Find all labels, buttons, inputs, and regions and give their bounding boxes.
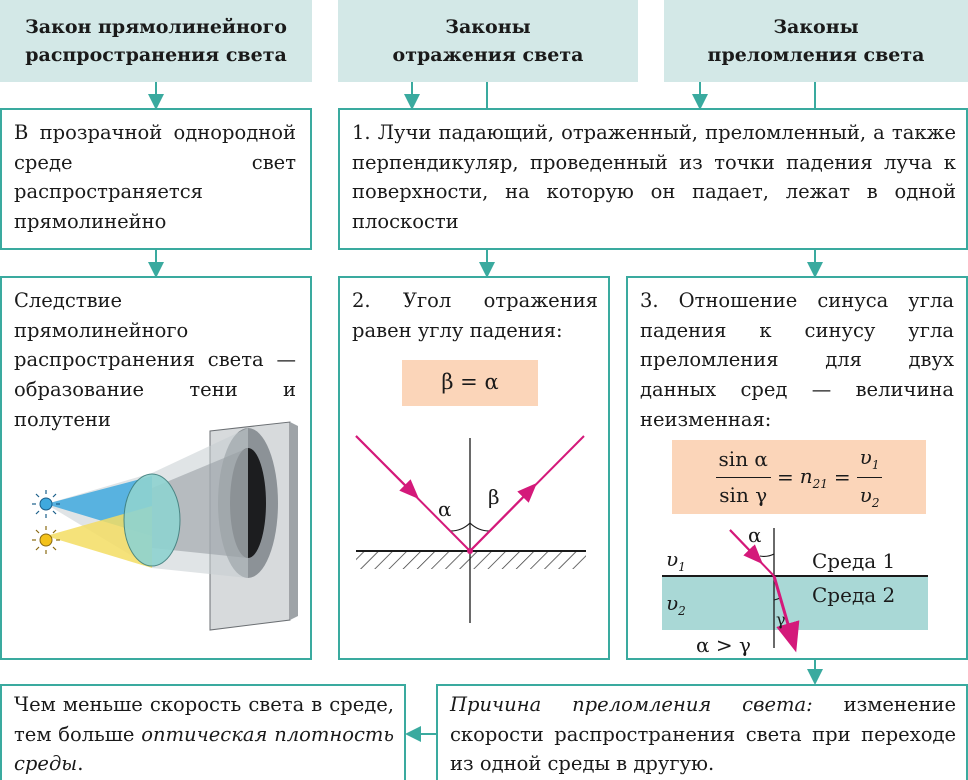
box-law-3: 3. Отношение синуса угла падения к синус… [626, 276, 968, 660]
box-shadow: Следствие прямолинейного распространения… [0, 276, 312, 660]
reflection-formula: β = α [402, 360, 538, 406]
object-sphere [123, 473, 181, 567]
beta-label: β [488, 485, 500, 509]
alpha-label-refraction: α [748, 523, 762, 547]
reflection-figure [355, 435, 586, 623]
box-speed: Чем меньше скорость света в среде, тем б… [0, 684, 406, 780]
mirror-hatch [356, 551, 586, 569]
box-straight-propagation: В прозрачной однородной среде свет распр… [0, 108, 312, 250]
box-cause: Причина преломления света: изменение ско… [436, 684, 968, 780]
refraction-figure [662, 528, 928, 653]
medium-2-label: Среда 2 [812, 583, 896, 607]
yellow-light-source [32, 526, 60, 554]
box-law-1: 1. Лучи падающий, отраженный, преломленн… [338, 108, 968, 250]
alpha-label: α [438, 497, 452, 521]
blue-light-source [32, 490, 60, 518]
box-law-2: 2. Угол отражения равен углу падения: β … [338, 276, 610, 660]
refraction-formula: sin α sin γ = n21 = υ1 υ2 [672, 440, 926, 514]
shadow-figure [32, 421, 298, 631]
refracted-ray [772, 575, 800, 653]
v1-label: υ1 [666, 547, 686, 574]
alpha-gt-gamma-label: α > γ [696, 633, 751, 657]
medium-1-label: Среда 1 [812, 549, 896, 573]
v2-label: υ2 [666, 591, 686, 618]
gamma-label: γ [776, 610, 786, 629]
